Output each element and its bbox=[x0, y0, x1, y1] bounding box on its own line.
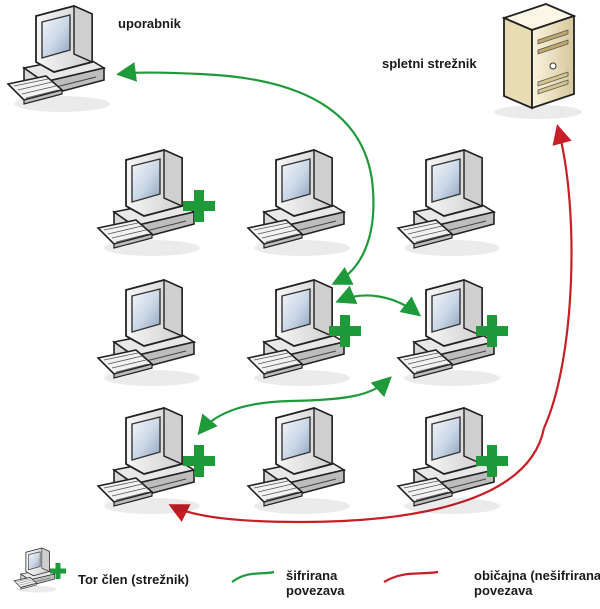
legend-encrypted-label: šifrirana povezava bbox=[286, 568, 345, 598]
legend-plain-line2: povezava bbox=[474, 583, 533, 598]
web-server-label: spletni strežnik bbox=[382, 56, 477, 71]
encrypted-connection-path bbox=[116, 62, 375, 285]
legend-tor-node-label: Tor člen (strežnik) bbox=[78, 572, 190, 587]
web-server-icon bbox=[493, 3, 583, 120]
computer-icon bbox=[247, 407, 351, 515]
computer-icon bbox=[397, 149, 501, 257]
computer-icon bbox=[97, 279, 201, 387]
encrypted-connection-path bbox=[335, 285, 422, 317]
legend-encrypted-line bbox=[231, 570, 275, 583]
legend-plain-label: običajna (nešifrirana) povezava bbox=[474, 568, 600, 598]
plain-connection-path bbox=[542, 124, 573, 429]
user-computer-icon bbox=[7, 5, 111, 113]
legend-plain-line1: običajna (nešifrirana) bbox=[474, 568, 600, 583]
encrypted-connection-path bbox=[197, 376, 392, 436]
legend-encrypted-line2: povezava bbox=[286, 583, 345, 598]
computer-icon bbox=[247, 149, 351, 257]
legend-encrypted-line1: šifrirana bbox=[286, 568, 338, 583]
user-label: uporabnik bbox=[118, 16, 181, 31]
plain-connection-path bbox=[168, 427, 546, 524]
legend-plain-line bbox=[383, 570, 439, 583]
